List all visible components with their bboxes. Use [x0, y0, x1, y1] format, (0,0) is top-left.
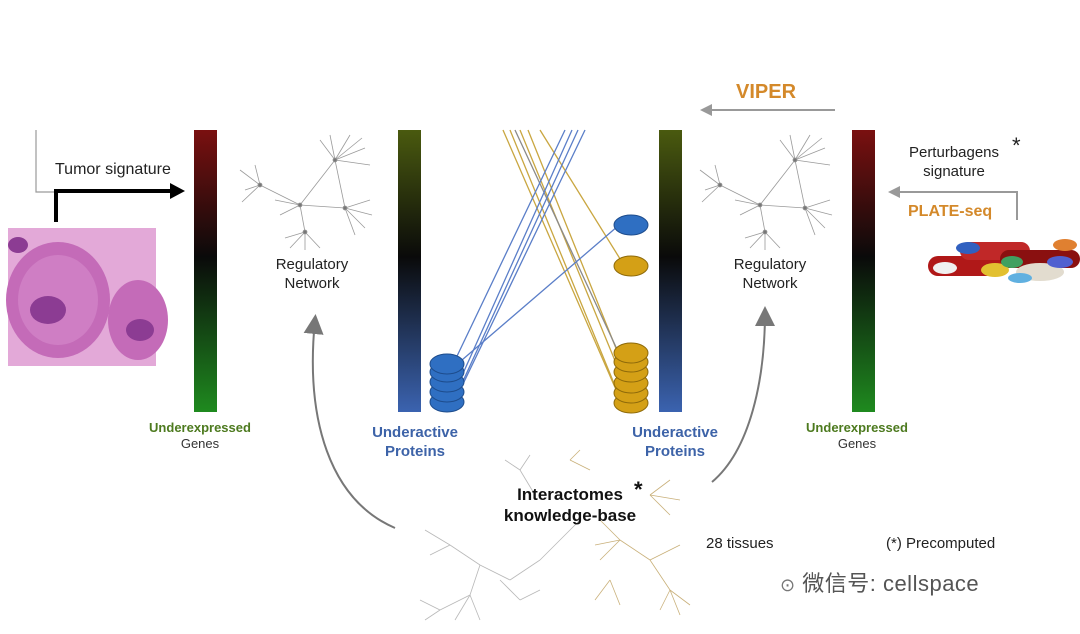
interactomes-label: Interactomes knowledge-base	[480, 484, 660, 527]
interactomes-star: *	[634, 477, 643, 502]
protein-activity-bar-right	[659, 130, 682, 412]
watermark: ⊙ 微信号: cellspace	[780, 570, 979, 598]
underactive-proteins-blue	[429, 353, 465, 413]
regulatory-network-right	[699, 134, 833, 250]
underexpressed-genes-left-label: Underexpressed Genes	[140, 420, 260, 453]
underactive-left-line2: Proteins	[384, 442, 445, 460]
underexpressed-right-line1: Underexpressed	[806, 420, 908, 435]
underactive-right-line1: Underactive	[632, 424, 718, 441]
perturbagens-line1: Perturbagens	[908, 144, 1000, 161]
gene-signature-bar-left	[194, 130, 217, 412]
regulatory-network-right-line2: Network	[742, 274, 798, 292]
regulatory-network-left-line2: Network	[284, 274, 340, 292]
regulatory-network-left-label: Regulatory Network	[262, 256, 362, 294]
wechat-icon: ⊙	[780, 575, 796, 595]
underactive-right-line2: Proteins	[644, 442, 705, 460]
interactomes-line2: knowledge-base	[503, 506, 637, 526]
underexpressed-genes-right-label: Underexpressed Genes	[797, 420, 917, 453]
interactomes-line1: Interactomes	[517, 485, 623, 504]
regulatory-network-left-line1: Regulatory	[275, 256, 349, 273]
underactive-proteins-left-label: Underactive Proteins	[360, 424, 470, 462]
tumor-signature-arrow	[35, 130, 185, 222]
perturbagen-pills-image	[928, 239, 1080, 283]
protein-connection-lines	[447, 129, 629, 399]
tissues-count-label: 28 tissues	[706, 535, 774, 552]
precomputed-note: (*) Precomputed	[886, 535, 996, 552]
perturbagens-star: *	[1012, 133, 1021, 158]
underactive-left-line1: Underactive	[372, 424, 458, 441]
underexpressed-right-line2: Genes	[837, 436, 877, 452]
underactive-proteins-gold	[613, 255, 649, 414]
underexpressed-left-line1: Underexpressed	[149, 420, 251, 435]
tumor-tissue-image	[6, 228, 168, 366]
regulatory-network-left	[239, 134, 373, 250]
perturbagens-line2: signature	[923, 162, 985, 180]
underexpressed-left-line2: Genes	[180, 436, 220, 452]
regulatory-network-right-line1: Regulatory	[733, 256, 807, 273]
perturbagens-signature-label: Perturbagens signature	[894, 144, 1014, 182]
interactomes-network	[419, 449, 691, 621]
viper-label: VIPER	[736, 81, 797, 103]
protein-blue-single	[613, 214, 649, 236]
regulatory-network-right-label: Regulatory Network	[720, 256, 820, 294]
arrow-interactome-to-network-left	[303, 314, 396, 529]
underactive-proteins-right-label: Underactive Proteins	[620, 424, 730, 462]
protein-activity-bar-left	[398, 130, 421, 412]
gene-signature-bar-right	[852, 130, 875, 412]
plate-seq-arrow	[888, 186, 1018, 220]
watermark-text: 微信号: cellspace	[802, 571, 980, 596]
arrow-interactome-to-network-right	[711, 306, 775, 483]
tumor-signature-label: Tumor signature	[55, 161, 171, 178]
viper-arrow	[700, 104, 835, 116]
plate-seq-label: PLATE-seq	[908, 203, 993, 220]
